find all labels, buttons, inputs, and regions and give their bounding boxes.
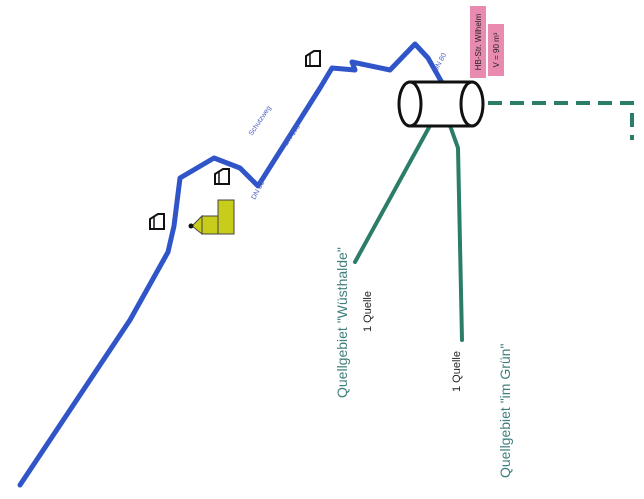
spring-area-im-gruen: Quellgebiet "im Grün"	[497, 344, 513, 478]
valve-shaft-icon	[305, 50, 321, 67]
reservoir-name: HB-Str. Wilhelm	[474, 13, 483, 70]
reservoir-name-box: HB-Str. Wilhelm	[470, 6, 486, 78]
diameter-b-label: DN 80	[433, 52, 449, 73]
spring-line-im-gruen	[446, 118, 464, 342]
main-pipeline	[17, 41, 448, 488]
spring-area-wuesthalde: Quellgebiet "Wüsthalde"	[334, 247, 350, 398]
spring-count-wuesthalde: 1 Quelle	[362, 291, 374, 332]
pump-station-icon	[188, 199, 235, 236]
spring-line-wuesthalde	[353, 120, 434, 264]
reservoir-volume: V = 90 m³	[492, 32, 501, 67]
spring-count-im-gruen: 1 Quelle	[451, 351, 463, 392]
valve-shaft-icon	[149, 213, 165, 230]
valve-shaft-icon	[214, 168, 230, 185]
reservoir-volume-box: V = 90 m³	[488, 24, 504, 76]
reservoir-tank-icon	[397, 80, 485, 128]
overflow-line	[488, 101, 634, 140]
pipeline-name-label: Schutzweg	[248, 105, 273, 137]
